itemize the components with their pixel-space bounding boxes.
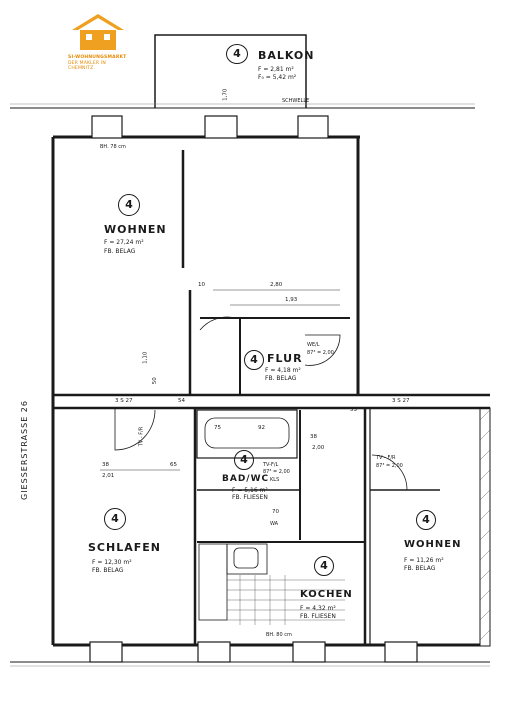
balkon-label: BALKON (258, 49, 315, 62)
badwc-number-circle: 4 (234, 450, 254, 470)
bh-top-note: BH. 78 cm (100, 144, 126, 150)
tv-flur-door-label: TV-F/L (263, 462, 279, 468)
kochen-label: KOCHEN (300, 589, 353, 600)
dim-3s27-left: 3 S 27 (115, 398, 133, 404)
badwc-area: F = 5,16 m² (232, 487, 268, 494)
dim-65: 65 (170, 462, 177, 468)
schlafen-area: F = 12,30 m² (92, 559, 132, 566)
wohnen2-area: F = 11,26 m² (404, 557, 444, 564)
kls-label: KLS (270, 477, 280, 483)
flur-floor: FB. BELAG (265, 375, 297, 382)
schlafen-number-circle: 4 (104, 508, 126, 530)
dim-280: 2,80 (270, 282, 283, 288)
bh-bottom-note: BH. 80 cm (266, 632, 292, 638)
balkon-area-base: F₀ = 5,42 m² (258, 74, 297, 81)
wa-label: WA (270, 521, 279, 527)
badwc-floor: FB. FLIESEN (232, 494, 268, 501)
logo-tagline: DER MAKLER IN CHEMNITZ (68, 61, 106, 71)
tv-wohnen2-door-label: TV - F/R (376, 455, 396, 461)
house-logo-icon (72, 14, 124, 50)
dim-75: 75 (214, 425, 221, 431)
dim-86: 38 (102, 462, 109, 468)
tv-wohnen2-door-dim: 87³ = 2,00 (376, 463, 403, 469)
kochen-area: F = 4,32 m² (300, 605, 336, 612)
schlafen-door-label: TV - F/R (138, 426, 145, 447)
badwc-label: BAD/WC (222, 474, 270, 484)
dim-54: 54 (178, 398, 185, 404)
dim-200-flur: 2,00 (312, 445, 325, 451)
schlafen-label: SCHLAFEN (88, 541, 161, 554)
kochen-number-circle: 4 (314, 556, 334, 576)
dim-110: 1,10 (142, 351, 149, 364)
wel-door-label: WE/L (307, 342, 320, 348)
kochen-floor: FB. FLIESEN (300, 613, 336, 620)
dim-10: 10 (198, 282, 205, 288)
wohnen2-label: WOHNEN (404, 539, 462, 550)
dim-38: 38 (310, 434, 317, 440)
wohnen1-area: F = 27,24 m² (104, 239, 144, 246)
wohnen1-number-circle: 4 (118, 194, 140, 216)
flur-number-circle: 4 (244, 350, 264, 370)
flur-label: FLUR (267, 352, 303, 365)
dim-3s27-right: 3 S 27 (392, 398, 410, 404)
dim-170: 1,70 (222, 88, 229, 101)
schwelle-label: SCHWELLE (282, 98, 310, 104)
wohnen2-floor: FB. BELAG (404, 565, 436, 572)
wohnen1-label: WOHNEN (104, 223, 167, 236)
company-logo: SI-WOHNUNGSMARKT DER MAKLER IN CHEMNITZ (66, 14, 130, 71)
logo-brand: SI-WOHNUNGSMARKT (68, 55, 127, 60)
dim-193: 1,93 (285, 297, 298, 303)
dim-50: 50 (151, 377, 158, 385)
wel-door-dim: 87³ = 2,00 (307, 350, 334, 356)
balkon-area: F = 2,81 m² (258, 66, 294, 73)
dim-201: 2,01 (102, 473, 115, 479)
wohnen1-floor: FB. BELAG (104, 248, 136, 255)
dim-53: 53 (350, 407, 357, 413)
tv-flur-door-dim: 87³ = 2,00 (263, 469, 290, 475)
wohnen2-number-circle: 4 (416, 510, 436, 530)
schlafen-floor: FB. BELAG (92, 567, 124, 574)
flur-area: F = 4,18 m² (265, 367, 301, 374)
dim-70: 70 (272, 509, 279, 515)
street-name: GIESSERSTRASSE 26 (20, 400, 29, 500)
balkon-number-circle: 4 (226, 44, 248, 64)
dim-92: 92 (258, 425, 265, 431)
